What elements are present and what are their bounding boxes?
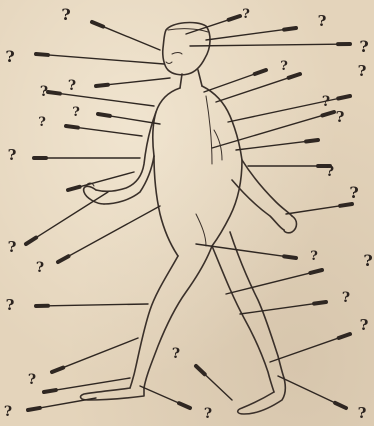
question-mark-20: ? bbox=[363, 251, 372, 270]
needle-28 bbox=[140, 386, 179, 403]
needle-5 bbox=[48, 55, 164, 64]
needle-handle-5 bbox=[36, 54, 48, 55]
needle-7 bbox=[204, 74, 255, 92]
needle-handle-31 bbox=[28, 408, 40, 410]
needle-25 bbox=[63, 338, 138, 368]
question-mark-28: ? bbox=[4, 404, 12, 420]
needle-19 bbox=[286, 206, 340, 214]
question-marks-group: ???????????????????????????? bbox=[4, 5, 373, 422]
question-mark-16: ? bbox=[349, 183, 358, 202]
question-mark-8: ? bbox=[358, 62, 367, 80]
question-mark-3: ? bbox=[318, 12, 327, 30]
question-mark-15: ? bbox=[326, 164, 334, 180]
needle-3 bbox=[206, 30, 284, 40]
question-mark-6: ? bbox=[68, 78, 76, 94]
needle-23 bbox=[48, 304, 148, 306]
needle-1 bbox=[103, 27, 160, 50]
needle-handle-19 bbox=[340, 204, 352, 206]
needle-handle-6 bbox=[96, 85, 108, 86]
needle-30 bbox=[278, 376, 335, 403]
needle-12 bbox=[78, 128, 142, 136]
needle-handle-15 bbox=[306, 140, 318, 141]
needle-handle-24 bbox=[314, 302, 326, 304]
needle-handle-12 bbox=[66, 126, 78, 128]
needle-handle-30 bbox=[335, 403, 346, 408]
needle-handle-27 bbox=[44, 390, 56, 392]
question-mark-12: ? bbox=[336, 108, 345, 126]
needle-handle-3 bbox=[284, 28, 296, 30]
question-mark-19: ? bbox=[310, 249, 318, 264]
needle-22 bbox=[226, 273, 310, 294]
question-mark-7: ? bbox=[280, 59, 288, 74]
needle-20 bbox=[69, 206, 160, 256]
needles-group bbox=[26, 16, 352, 410]
needle-handle-21 bbox=[284, 256, 296, 258]
needle-handle-10 bbox=[98, 114, 110, 116]
question-mark-27: ? bbox=[358, 404, 367, 422]
question-mark-9: ? bbox=[40, 84, 48, 100]
needle-handle-16 bbox=[68, 187, 80, 190]
needle-26 bbox=[270, 338, 339, 362]
needle-31 bbox=[40, 398, 96, 408]
question-mark-4: ? bbox=[359, 37, 368, 56]
question-mark-21: ? bbox=[6, 296, 15, 314]
needle-handle-8 bbox=[48, 92, 60, 94]
question-mark-13: ? bbox=[38, 115, 46, 130]
needle-handle-28 bbox=[179, 403, 190, 408]
question-mark-11: ? bbox=[322, 94, 330, 110]
question-mark-1: ? bbox=[61, 5, 70, 24]
needle-handle-2 bbox=[229, 16, 240, 20]
needle-handle-29 bbox=[196, 366, 205, 374]
question-mark-26: ? bbox=[204, 406, 212, 422]
needle-handle-22 bbox=[310, 270, 322, 273]
question-mark-5: ? bbox=[5, 47, 14, 66]
question-mark-18: ? bbox=[36, 260, 44, 276]
question-mark-2: ? bbox=[242, 7, 250, 22]
question-mark-22: ? bbox=[342, 290, 350, 306]
needle-16 bbox=[80, 172, 134, 187]
question-mark-17: ? bbox=[8, 238, 17, 256]
needle-handle-25 bbox=[52, 368, 63, 372]
needle-handle-26 bbox=[339, 334, 350, 338]
needle-handle-13 bbox=[322, 112, 334, 115]
needle-handle-9 bbox=[289, 74, 300, 78]
needle-6 bbox=[108, 78, 170, 85]
question-mark-23: ? bbox=[28, 372, 36, 388]
needle-29 bbox=[205, 374, 232, 400]
needle-27 bbox=[56, 378, 130, 390]
needle-18 bbox=[36, 192, 108, 238]
needle-4 bbox=[190, 44, 338, 46]
needle-15 bbox=[236, 141, 306, 150]
question-mark-10: ? bbox=[72, 105, 80, 120]
needle-handle-11 bbox=[338, 96, 350, 99]
needle-24 bbox=[240, 304, 314, 314]
needle-handle-7 bbox=[255, 70, 266, 74]
question-mark-14: ? bbox=[8, 146, 17, 164]
question-mark-24: ? bbox=[360, 316, 369, 334]
needle-handle-20 bbox=[58, 256, 69, 262]
needle-handle-1 bbox=[92, 22, 103, 27]
needle-9 bbox=[216, 78, 289, 102]
needle-handle-18 bbox=[26, 238, 36, 244]
question-mark-25: ? bbox=[172, 346, 180, 362]
human-figure bbox=[81, 23, 297, 414]
